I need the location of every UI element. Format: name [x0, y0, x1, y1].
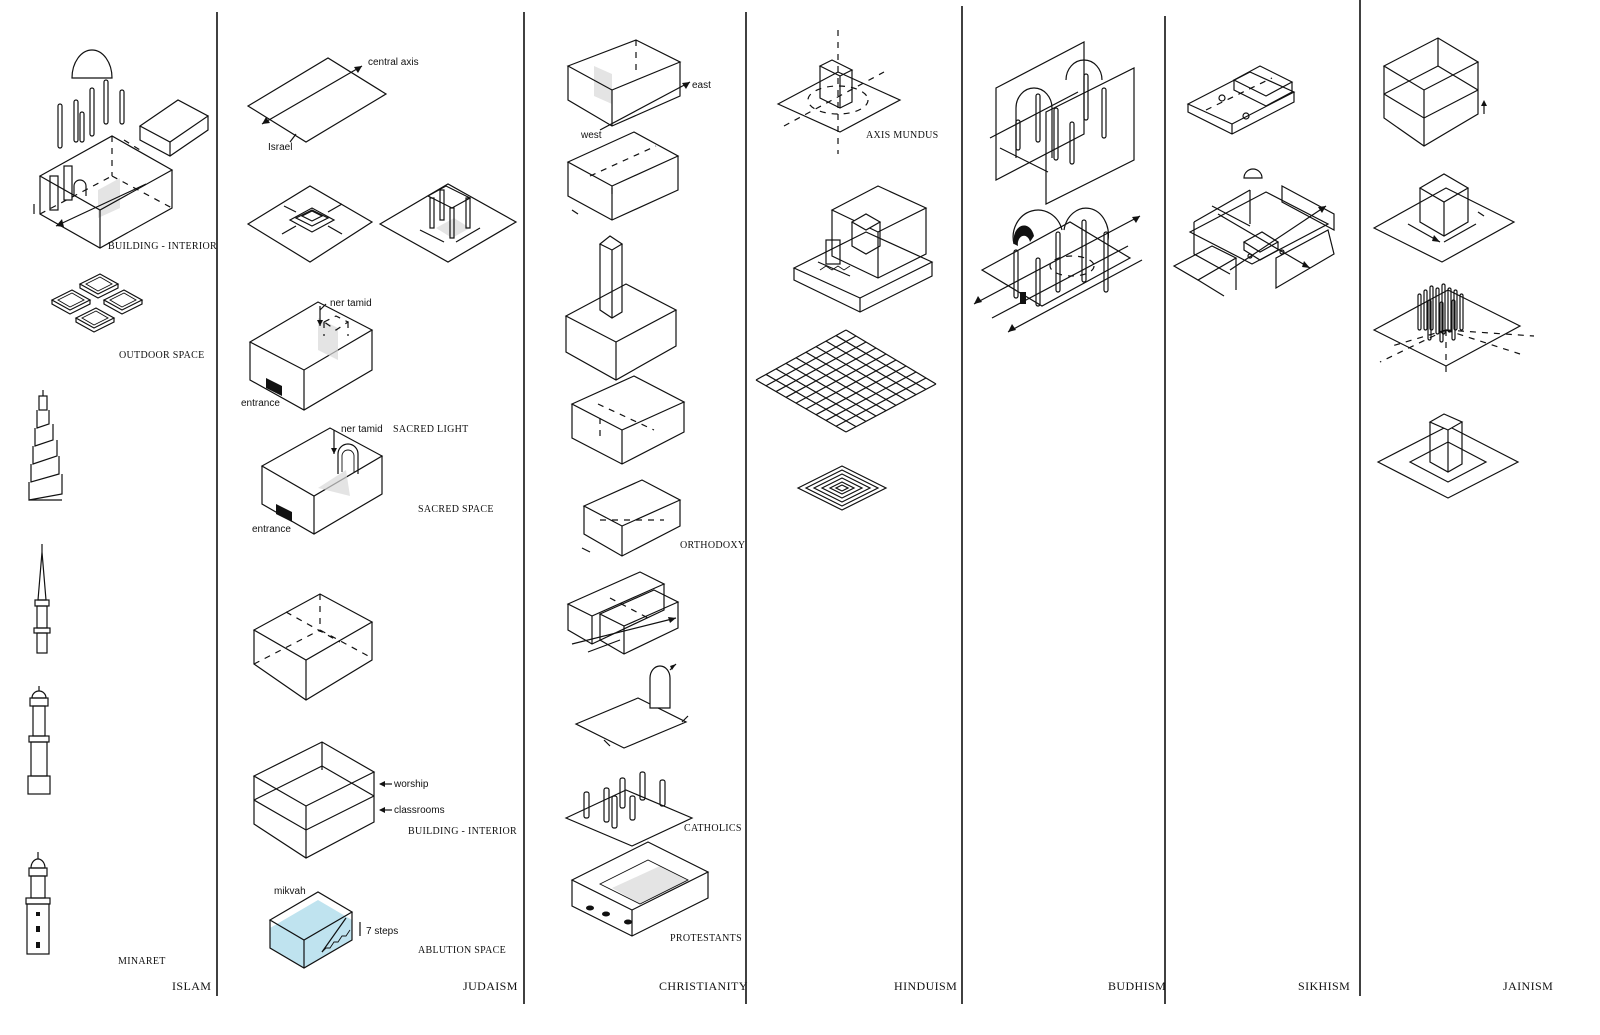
- christianity-nave-box: [570, 375, 686, 465]
- grid-line: [775, 368, 867, 422]
- column-title-judaism: JUDAISM: [463, 979, 518, 993]
- grid-line: [795, 353, 887, 404]
- christianity-dashed-box: [566, 131, 680, 221]
- christianity-catholics-label: CATHOLICS: [684, 823, 742, 834]
- islam-minaret-label: MINARET: [118, 956, 166, 967]
- judaism-central-axis-label: central axis: [368, 57, 419, 68]
- judaism-seven-steps-label: 7 steps: [366, 926, 398, 937]
- christianity-protestants-label: PROTESTANTS: [670, 933, 742, 944]
- grid-line: [765, 373, 857, 428]
- judaism-ner-tamid-label-2: ner tamid: [341, 424, 383, 435]
- grid-line: [845, 329, 937, 385]
- grid-line: [785, 362, 877, 417]
- christianity-east-label: east: [692, 80, 711, 91]
- christianity-west-label: west: [580, 130, 602, 141]
- grid-line: [755, 379, 847, 433]
- judaism-dashed-box: [252, 593, 374, 701]
- jainism-shrine-plane: [1372, 173, 1516, 263]
- hinduism-axis-mundus-label: AXIS MUNDUS: [866, 130, 938, 141]
- judaism-ner-tamid-box-1: [248, 301, 374, 411]
- column-title-hinduism: HINDUISM: [894, 979, 957, 993]
- christianity-east-west-box: [566, 39, 691, 131]
- islam-outdoor-tiles: [50, 273, 144, 333]
- judaism-ark-diagram: [378, 183, 518, 263]
- grid-line: [815, 346, 907, 401]
- column-dividers: [216, 0, 1361, 1004]
- grid-line: [825, 371, 917, 421]
- grid-line: [805, 351, 897, 406]
- islam-minaret-pointed: [33, 544, 51, 654]
- judaism-sacred-space-label: SACRED SPACE: [418, 504, 494, 515]
- judaism-entrance-label-1: entrance: [241, 398, 280, 409]
- sikhism-column: [1172, 65, 1335, 297]
- column-title-islam: ISLAM: [172, 979, 211, 993]
- sikhism-tank-block: [1186, 65, 1296, 135]
- judaism-sacred-light-label: SACRED LIGHT: [393, 424, 469, 435]
- islam-minaret-tall: [25, 852, 51, 955]
- grid-line: [805, 359, 897, 410]
- column-title-jainism: JAINISM: [1503, 979, 1553, 993]
- christianity-tower-box: [564, 235, 678, 381]
- islam-small-box: [123, 99, 210, 157]
- judaism-classrooms-label: classrooms: [394, 805, 445, 816]
- hinduism-concentric-squares: [796, 465, 888, 511]
- column-titles: ISLAM JUDAISM CHRISTIANITY HINDUISM BUDH…: [172, 979, 1553, 993]
- islam-dome-diagram: [57, 49, 125, 149]
- judaism-israel-label: Israel: [268, 142, 292, 153]
- grid-line: [815, 365, 907, 416]
- judaism-mikvah-diagram: [268, 891, 361, 969]
- hinduism-column: AXIS MUNDUS: [755, 30, 938, 511]
- grid-line: [765, 335, 857, 387]
- judaism-two-storey-box: [252, 741, 392, 859]
- hinduism-axis-mundus-diagram: [776, 30, 902, 154]
- hinduism-temple-block: [792, 185, 934, 313]
- grid-line: [775, 341, 867, 393]
- islam-minaret-domed: [27, 686, 51, 795]
- christianity-arch-plane: [574, 663, 689, 749]
- islam-outdoor-space-label: OUTDOOR SPACE: [119, 350, 205, 361]
- islam-column: BUILDING - INTERIOR: [25, 49, 217, 967]
- judaism-ner-tamid-label-1: ner tamid: [330, 298, 372, 309]
- christianity-orthodoxy-label: ORTHODOXY: [680, 540, 745, 551]
- christianity-cross-plan: [566, 571, 680, 655]
- judaism-ablution-space-label: ABLUTION SPACE: [418, 945, 506, 956]
- sikhism-gurdwara-plane: [1172, 168, 1335, 297]
- islam-building-box: [33, 135, 174, 249]
- christianity-protestants-box: [570, 841, 710, 937]
- islam-building-interior-label: BUILDING - INTERIOR: [108, 241, 217, 252]
- column-title-sikhism: SIKHISM: [1298, 979, 1350, 993]
- grid-line: [835, 335, 927, 390]
- judaism-mikvah-label: mikvah: [274, 886, 306, 897]
- judaism-worship-label: worship: [393, 779, 429, 790]
- budhism-column: [973, 41, 1143, 333]
- judaism-entrance-label-2: entrance: [252, 524, 291, 535]
- islam-minaret-spiral: [28, 390, 63, 501]
- column-title-christianity: CHRISTIANITY: [659, 979, 748, 993]
- grid-line: [845, 383, 937, 433]
- grid-line: [835, 377, 927, 427]
- grid-line: [755, 329, 847, 381]
- judaism-building-interior-label: BUILDING - INTERIOR: [408, 826, 517, 837]
- jainism-tower-plane: [1376, 413, 1520, 499]
- christianity-orthodoxy-box: [581, 479, 682, 557]
- judaism-central-axis-diagram: [246, 57, 388, 143]
- jainism-pillar-forest: [1372, 283, 1535, 374]
- christianity-catholics-pillars: [564, 771, 694, 847]
- grid-line: [795, 357, 887, 412]
- judaism-ner-tamid-box-2: [260, 427, 384, 535]
- judaism-column: central axis Israel: [241, 57, 518, 969]
- column-title-budhism: BUDHISM: [1108, 979, 1166, 993]
- hinduism-grid-plane: [755, 329, 937, 433]
- jainism-column: [1372, 37, 1535, 499]
- grid-line: [825, 340, 917, 396]
- budhism-arcade-panels: [989, 41, 1135, 205]
- jainism-box: [1382, 37, 1487, 147]
- christianity-column: east west: [564, 39, 745, 944]
- grid-line: [785, 347, 877, 398]
- judaism-bimah-diagram: [246, 185, 374, 263]
- budhism-stupa-plane: [973, 207, 1143, 333]
